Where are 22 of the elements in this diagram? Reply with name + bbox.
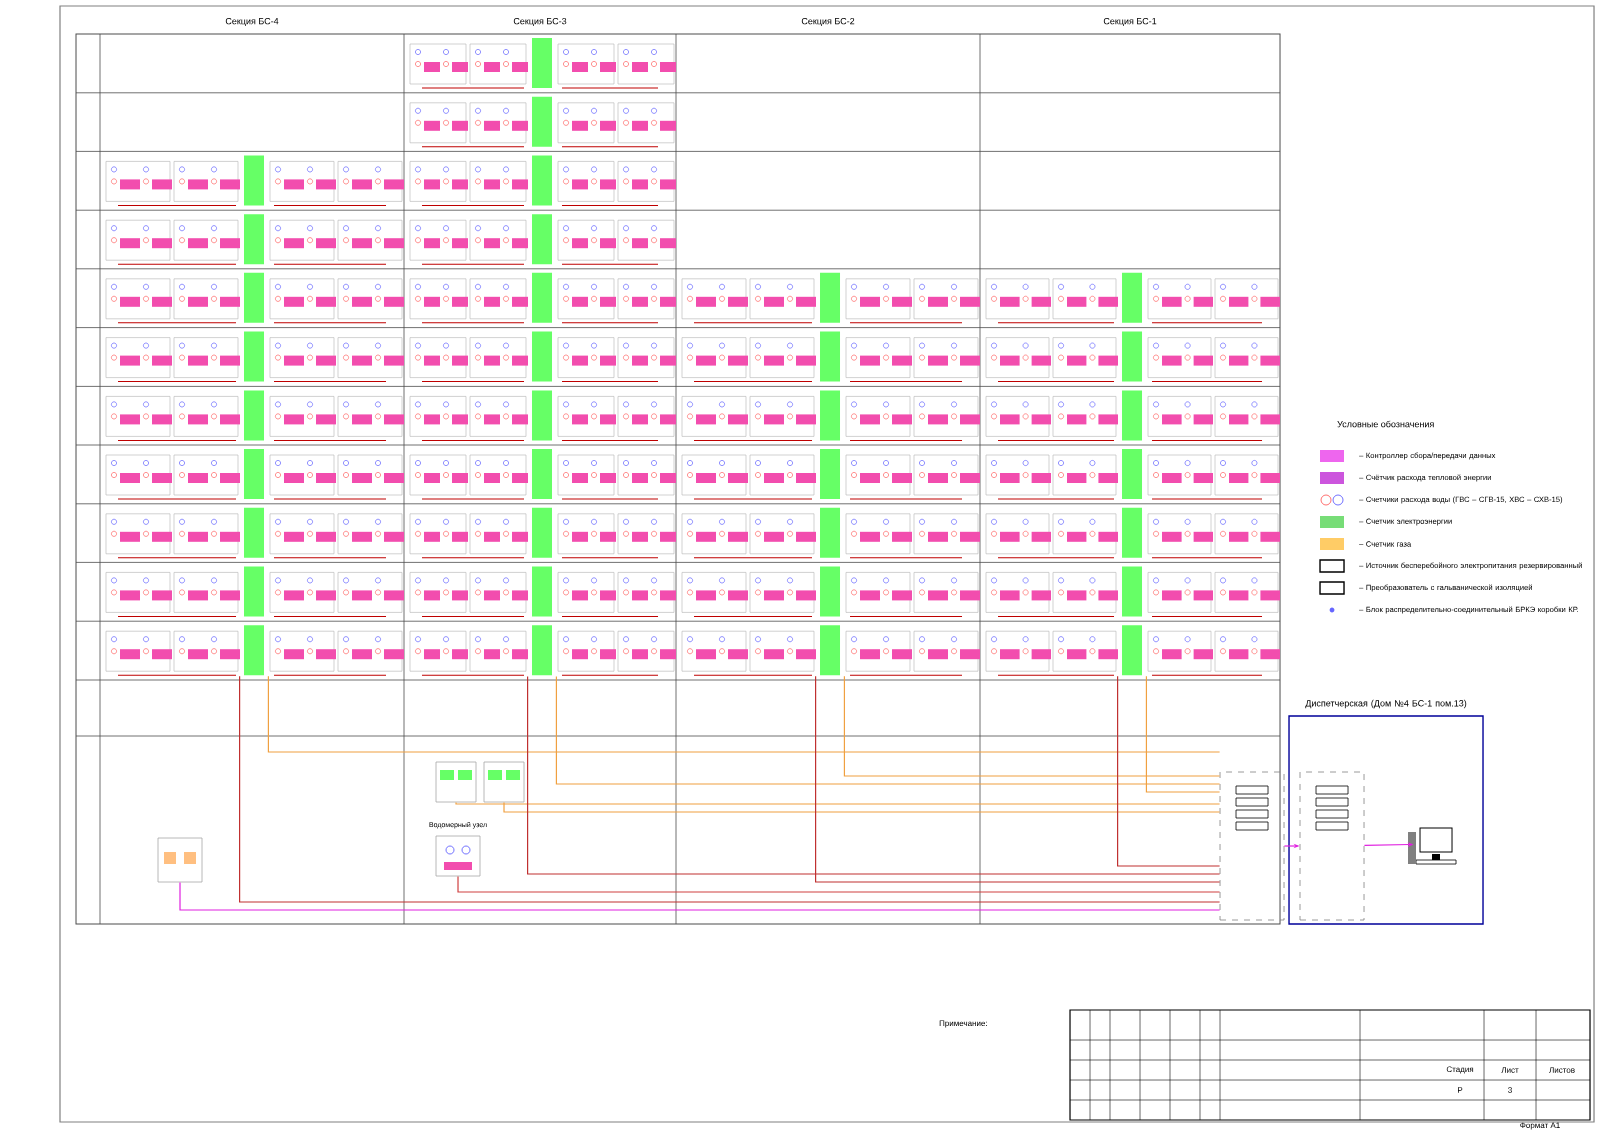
connector-line xyxy=(455,801,1221,805)
riser-meters-column xyxy=(532,38,552,676)
riser-line xyxy=(843,675,1221,777)
riser-meters-column xyxy=(820,272,840,676)
riser-line xyxy=(239,675,1221,903)
cabinet-box xyxy=(1299,771,1365,921)
riser-line xyxy=(555,675,1221,785)
riser-meters-column xyxy=(244,155,264,676)
computer-picture xyxy=(1408,827,1457,865)
riser-line xyxy=(1117,675,1221,867)
meter-box xyxy=(435,761,477,803)
riser-meters-column xyxy=(1122,272,1142,676)
converter-box xyxy=(1219,771,1285,921)
riser-line xyxy=(815,675,1221,883)
riser-line xyxy=(267,675,1221,753)
meter-box xyxy=(157,837,203,883)
connector-line xyxy=(457,875,1221,893)
meter-box xyxy=(483,761,525,803)
riser-line xyxy=(1145,675,1221,793)
connector-line xyxy=(179,881,1221,911)
riser-line xyxy=(527,675,1221,875)
connector-line xyxy=(503,801,1221,813)
